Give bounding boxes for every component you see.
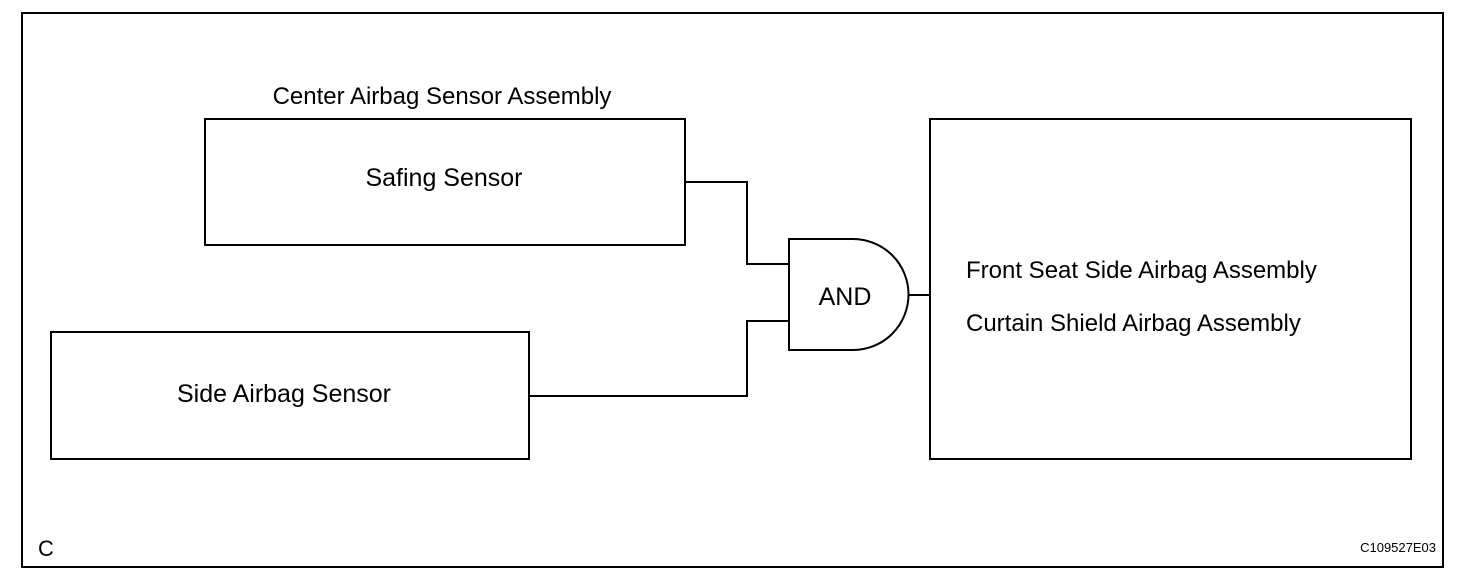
side-airbag-sensor-wire [529, 320, 789, 397]
airbag-assembly-box [929, 118, 1412, 460]
and-gate [788, 238, 910, 351]
corner-letter: C [38, 536, 54, 561]
safing-sensor-label: Safing Sensor [365, 164, 522, 192]
outer-frame [21, 12, 1444, 568]
front-seat-side-airbag-label: Front Seat Side Airbag Assembly [966, 257, 1317, 284]
side-airbag-sensor-label: Side Airbag Sensor [177, 380, 391, 408]
and-gate-label: AND [819, 283, 872, 311]
figure-code: C109527E03 [1360, 540, 1436, 555]
curtain-shield-airbag-label: Curtain Shield Airbag Assembly [966, 310, 1301, 337]
center-airbag-sensor-assembly-label: Center Airbag Sensor Assembly [273, 83, 612, 110]
safing-sensor-wire [685, 181, 789, 265]
